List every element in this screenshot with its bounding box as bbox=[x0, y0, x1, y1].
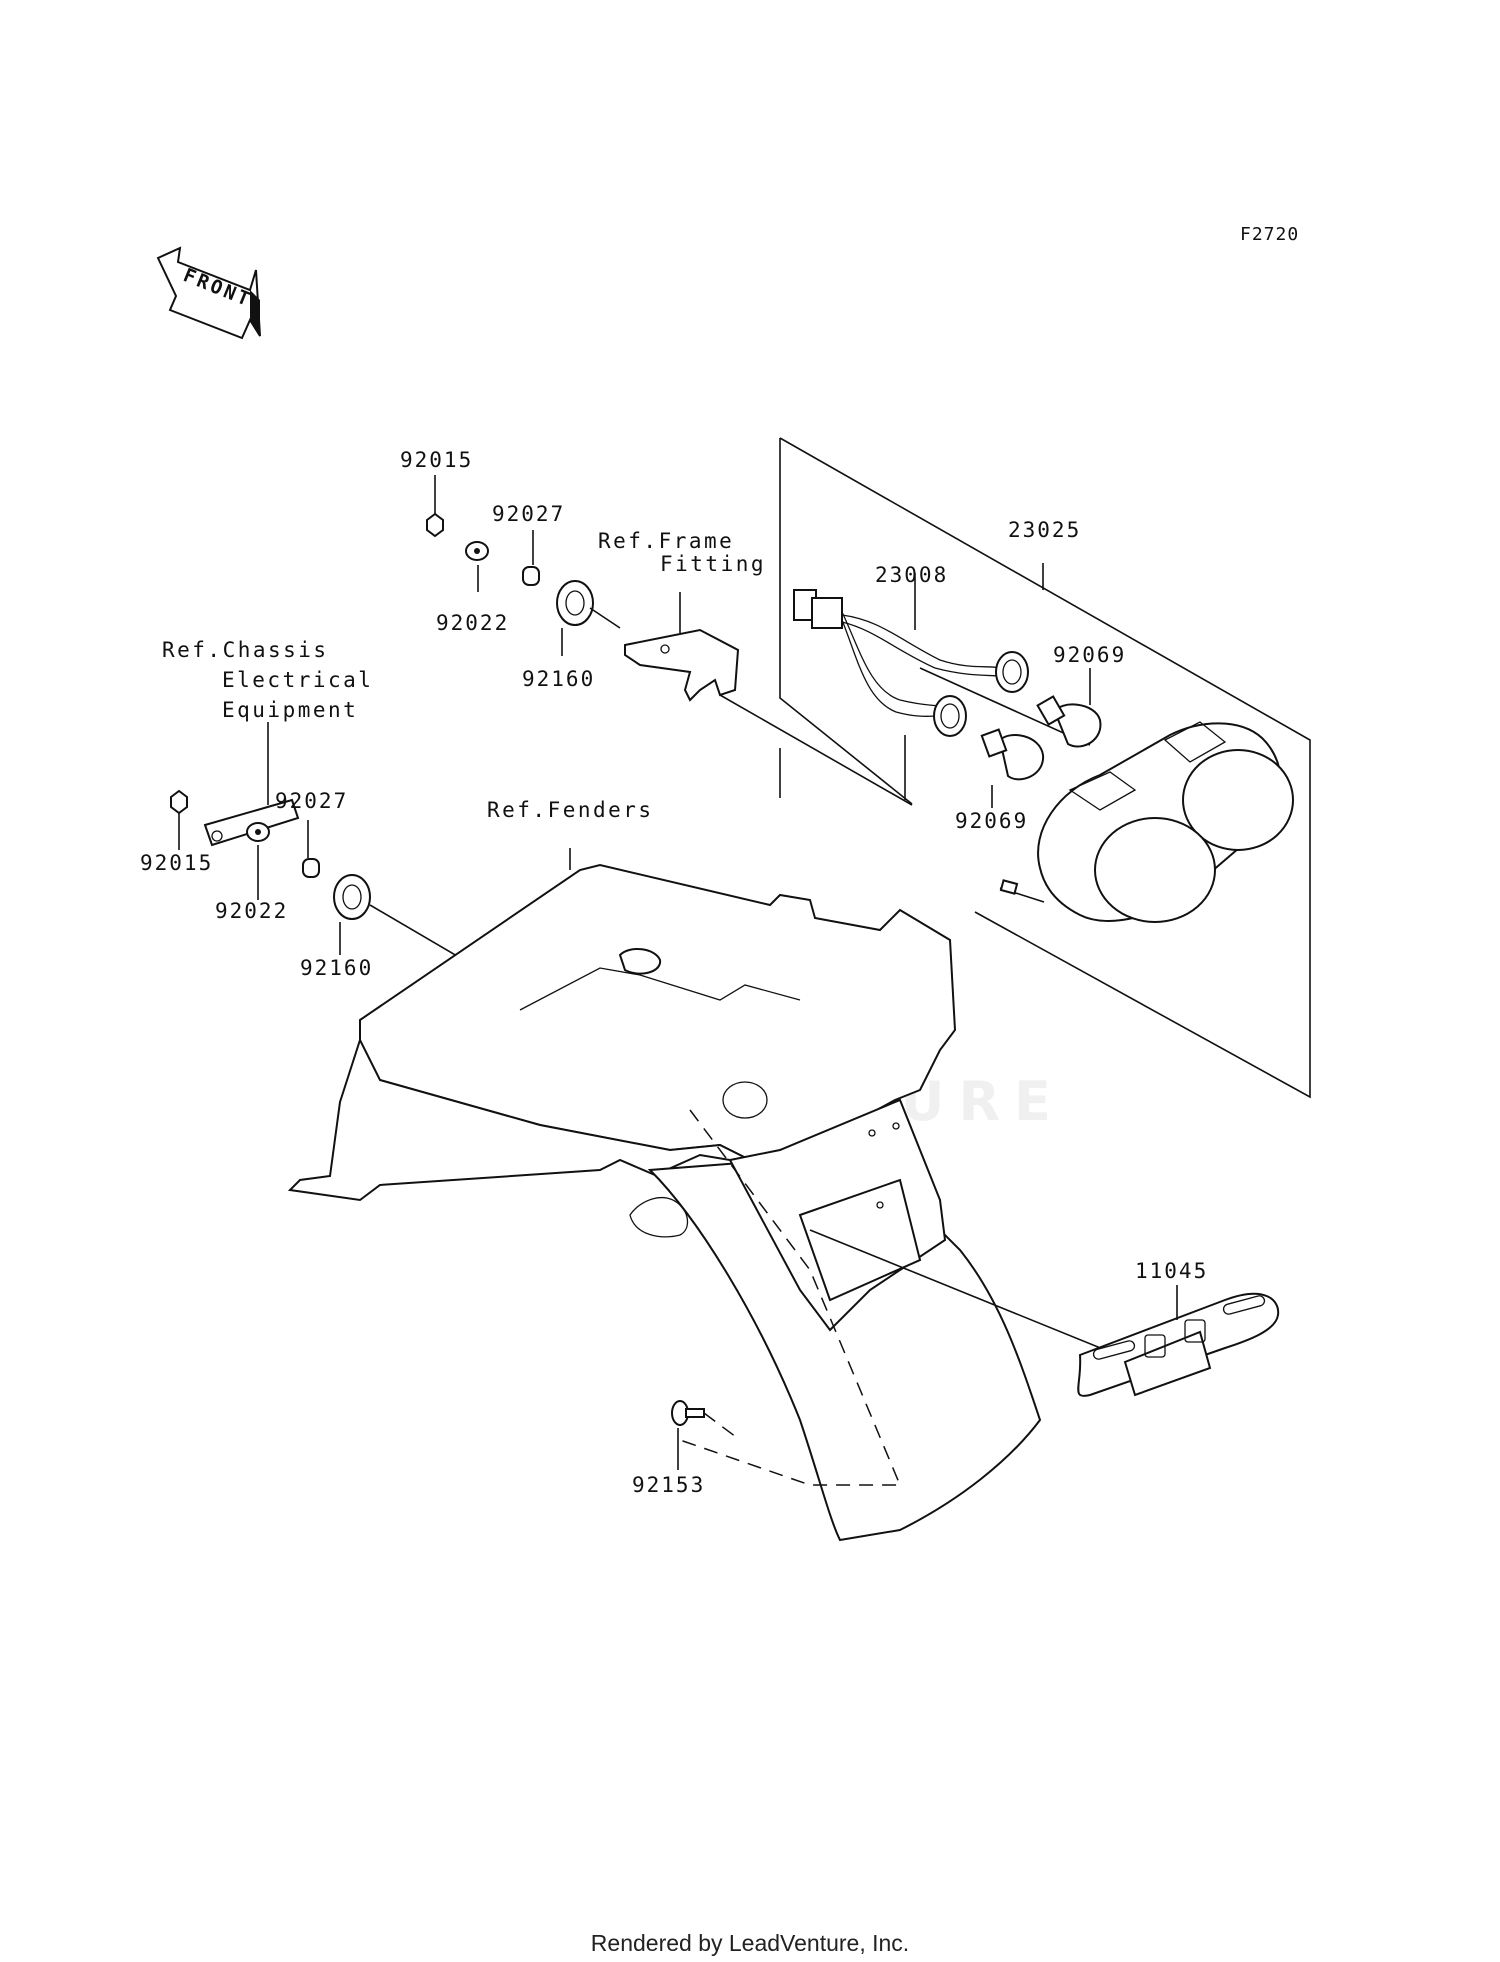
front-arrow-icon: FRONT bbox=[156, 246, 261, 340]
part-label-92027-top: 92027 bbox=[492, 502, 565, 526]
part-label-23008: 23008 bbox=[875, 563, 948, 587]
part-label-92069-b: 92069 bbox=[955, 809, 1028, 833]
part-label-11045: 11045 bbox=[1135, 1259, 1208, 1283]
ref-frame-line1: Ref.Frame bbox=[598, 529, 734, 553]
ref-frame-line2: Fitting bbox=[660, 552, 766, 576]
part-label-92160-left: 92160 bbox=[300, 956, 373, 980]
part-label-92022-left: 92022 bbox=[215, 899, 288, 923]
frame-fitting-bracket bbox=[624, 592, 913, 806]
figure-code: F2720 bbox=[1240, 224, 1299, 245]
part-label-92027-left: 92027 bbox=[275, 789, 348, 813]
ref-chassis-line2: Electrical bbox=[222, 668, 373, 692]
part-label-92022-top: 92022 bbox=[436, 611, 509, 635]
screw-92153 bbox=[671, 1400, 741, 1470]
license-bracket bbox=[1077, 1285, 1280, 1397]
part-label-92069-a: 92069 bbox=[1053, 643, 1126, 667]
tail-light-assembly-box bbox=[779, 437, 1311, 1099]
part-label-92015-top: 92015 bbox=[400, 448, 473, 472]
part-label-92153: 92153 bbox=[632, 1473, 705, 1497]
rear-fender bbox=[287, 848, 1131, 1542]
part-label-92015-left: 92015 bbox=[140, 851, 213, 875]
ref-chassis-line3: Equipment bbox=[222, 698, 358, 722]
ref-chassis-line1: Ref.Chassis bbox=[162, 638, 329, 662]
footer-credit: Rendered by LeadVenture, Inc. bbox=[590, 1930, 910, 1956]
bulbs bbox=[980, 668, 1102, 808]
ref-fenders: Ref.Fenders bbox=[487, 798, 654, 822]
tail-light-housing bbox=[999, 721, 1294, 923]
part-label-23025: 23025 bbox=[1008, 518, 1081, 542]
wiring-harness bbox=[793, 573, 1091, 800]
part-label-92160-top: 92160 bbox=[522, 667, 595, 691]
top-fasteners bbox=[426, 475, 621, 656]
